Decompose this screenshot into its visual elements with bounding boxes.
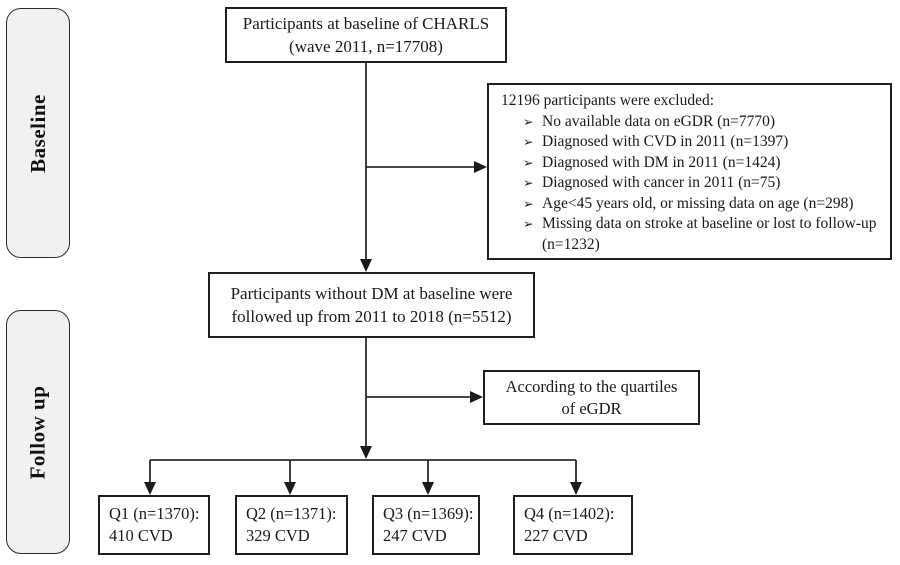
box-baseline-participants-line2: (wave 2011, n=17708)	[289, 37, 443, 56]
box-quartile-q4: Q4 (n=1402): 227 CVD	[513, 495, 633, 555]
stage-label-baseline-text: Baseline	[25, 93, 50, 173]
box-quartile-q4-line2: 227 CVD	[524, 526, 588, 545]
exclusion-item: ➢ No available data on eGDR (n=7770)	[523, 112, 882, 133]
box-quartile-q3: Q3 (n=1369): 247 CVD	[372, 495, 480, 555]
exclusion-item-text: Age<45 years old, or missing data on age…	[542, 194, 854, 212]
arrow-bullet-icon: ➢	[523, 113, 534, 129]
arrow-bullet-icon: ➢	[523, 175, 534, 190]
box-followed-up: Participants without DM at baseline were…	[208, 272, 535, 338]
box-quartile-q1-line1: Q1 (n=1370):	[109, 504, 200, 523]
box-baseline-participants-line1: Participants at baseline of CHARLS	[242, 14, 490, 33]
box-quartile-q2-line2: 329 CVD	[246, 526, 310, 545]
arrow-bullet-icon: ➢	[523, 195, 534, 211]
exclusion-item-text: Diagnosed with cancer in 2011 (n=75)	[542, 174, 781, 191]
arrow-bullet-icon: ➢	[523, 134, 534, 149]
box-quartiles-note: According to the quartiles of eGDR	[483, 370, 700, 425]
box-quartile-q2: Q2 (n=1371): 329 CVD	[235, 495, 348, 555]
exclusion-item: ➢ Diagnosed with cancer in 2011 (n=75)	[523, 173, 882, 194]
exclusion-item-text: No available data on eGDR (n=7770)	[542, 112, 775, 130]
box-quartiles-note-line1: According to the quartiles	[505, 376, 678, 396]
exclusion-item: ➢ Diagnosed with DM in 2011 (n=1424)	[523, 153, 882, 174]
exclusion-item-text: Diagnosed with CVD in 2011 (n=1397)	[542, 133, 789, 150]
arrow-bullet-icon: ➢	[523, 216, 534, 231]
box-quartile-q1: Q1 (n=1370): 410 CVD	[98, 495, 210, 555]
box-followed-up-line1: Participants without DM at baseline were	[230, 284, 513, 303]
exclusion-item-text: Missing data on stroke at baseline or lo…	[542, 215, 877, 253]
exclusion-item: ➢ Missing data on stroke at baseline or …	[523, 214, 882, 255]
box-followed-up-line2: followed up from 2011 to 2018 (n=5512)	[231, 307, 512, 326]
arrow-bullet-icon: ➢	[523, 154, 534, 170]
stage-label-follow-up-text: Follow up	[25, 385, 50, 479]
stage-label-baseline: Baseline	[6, 8, 70, 258]
box-quartile-q1-line2: 410 CVD	[109, 526, 173, 545]
exclusion-item: ➢ Age<45 years old, or missing data on a…	[523, 194, 882, 215]
box-quartiles-note-line2: of eGDR	[561, 398, 622, 418]
exclusion-item: ➢ Diagnosed with CVD in 2011 (n=1397)	[523, 132, 882, 153]
exclusions-list: ➢ No available data on eGDR (n=7770) ➢ D…	[499, 112, 882, 256]
box-quartile-q4-line1: Q4 (n=1402):	[524, 504, 615, 523]
box-baseline-participants: Participants at baseline of CHARLS (wave…	[225, 7, 507, 63]
stage-label-follow-up: Follow up	[6, 310, 70, 554]
exclusions-header: 12196 participants were excluded:	[501, 92, 715, 109]
box-quartile-q2-line1: Q2 (n=1371):	[246, 504, 337, 523]
box-quartile-q3-line2: 247 CVD	[383, 526, 447, 545]
box-exclusions: 12196 participants were excluded: ➢ No a…	[487, 83, 892, 260]
exclusion-item-text: Diagnosed with DM in 2011 (n=1424)	[542, 153, 781, 171]
box-quartile-q3-line1: Q3 (n=1369):	[383, 504, 474, 523]
